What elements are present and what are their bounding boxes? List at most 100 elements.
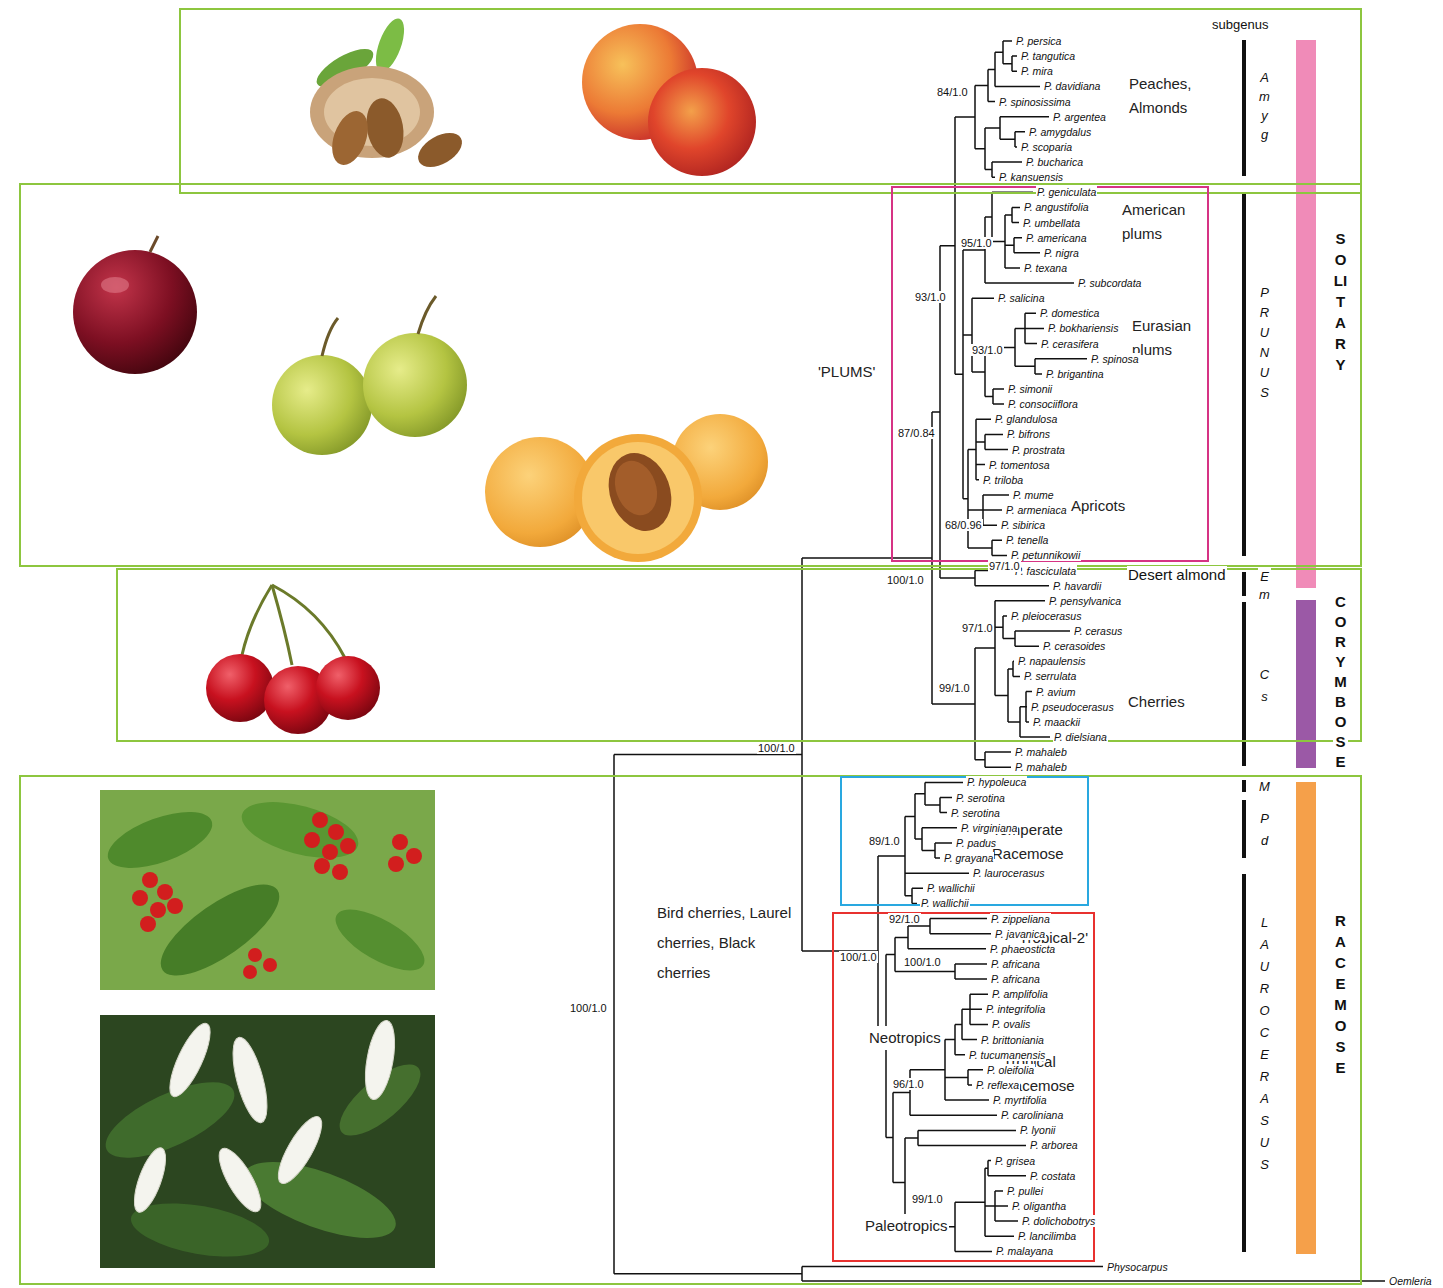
- taxon-label: P. costata: [1029, 1170, 1076, 1182]
- taxon-label: P. sibirica: [1000, 519, 1046, 531]
- taxon-label: P. domestica: [1039, 307, 1100, 319]
- taxon-label: P. serrulata: [1023, 670, 1077, 682]
- taxon-label: P. angustifolia: [1023, 201, 1090, 213]
- taxon-label: P. havardii: [1052, 580, 1102, 592]
- taxon-label: P. caroliniana: [1000, 1109, 1064, 1121]
- clade-box: 'PLUMS'American plumsEurasian plumsApric…: [19, 183, 1362, 567]
- taxon-label: P. napaulensis: [1017, 655, 1087, 667]
- taxon-label: P. malayana: [995, 1245, 1054, 1257]
- taxon-label: P. laurocerasus: [972, 867, 1046, 879]
- taxon-label: P. mira: [1020, 65, 1054, 77]
- taxon-label: P. lancilimba: [1017, 1230, 1077, 1242]
- taxon-label: P. amygdalus: [1028, 126, 1092, 138]
- clade-label: American plums: [1121, 198, 1203, 246]
- taxon-label: P. cerasoides: [1042, 640, 1106, 652]
- taxon-label: P. dielsiana: [1053, 731, 1108, 743]
- support-value: 97/1.0: [961, 622, 994, 634]
- taxon-label: P. davidiana: [1043, 80, 1101, 92]
- taxon-label: P. amplifolia: [991, 988, 1049, 1000]
- taxon-label: P. serotina: [955, 792, 1006, 804]
- subgenus-label: Amyg: [1258, 68, 1271, 144]
- taxon-label: P. simonii: [1007, 383, 1053, 395]
- taxon-label: P. pleiocerasus: [1010, 610, 1082, 622]
- clade-label: Cherries: [1127, 690, 1186, 714]
- taxon-label: P. tucumanensis: [968, 1049, 1046, 1061]
- taxon-label: P. africana: [990, 958, 1041, 970]
- taxon-label: P. tangutica: [1020, 50, 1076, 62]
- clade-label: Peaches, Almonds: [1128, 72, 1210, 120]
- clade-label: Bird cherries, Laurel cherries, Black ch…: [656, 898, 793, 988]
- taxon-label: P. arborea: [1029, 1139, 1079, 1151]
- taxon-label: P. hypoleuca: [966, 776, 1027, 788]
- taxon-label: P. mahaleb: [1014, 746, 1068, 758]
- support-value: 96/1.0: [892, 1078, 925, 1090]
- taxon-label: P. phaeosticta: [989, 943, 1056, 955]
- taxon-label: P. tomentosa: [988, 459, 1051, 471]
- taxon-label: P. myrtifolia: [992, 1094, 1048, 1106]
- support-value: 89/1.0: [868, 835, 901, 847]
- support-value: 87/0.84: [897, 427, 936, 439]
- subgenus-label: PRUNUS: [1258, 283, 1271, 403]
- clade-box: Bird cherries, Laurel cherries, Black ch…: [19, 775, 1362, 1285]
- clade-label: 'PLUMS': [817, 360, 876, 384]
- support-value: 100/1.0: [839, 951, 878, 963]
- tree-branch: [614, 41, 1385, 1281]
- taxon-label: P. prostrata: [1011, 444, 1066, 456]
- taxon-label: P. javanica: [994, 928, 1046, 940]
- taxon-label: P. spinosa: [1090, 353, 1140, 365]
- taxon-label: P. pseudocerasus: [1030, 701, 1115, 713]
- subgenus-label: LAUROCERASUS: [1258, 912, 1271, 1176]
- taxon-label: P. triloba: [982, 474, 1024, 486]
- taxon-label: P. pullei: [1006, 1185, 1044, 1197]
- taxon-label: P. persica: [1015, 35, 1062, 47]
- support-value: 93/1.0: [971, 344, 1004, 356]
- inflorescence-label: SOLITARY: [1333, 228, 1348, 375]
- clade-box: Cherries: [116, 568, 1362, 742]
- taxon-label: P. geniculata: [1036, 186, 1097, 198]
- subgenus-label: Cs: [1258, 664, 1271, 708]
- support-value: 99/1.0: [911, 1193, 944, 1205]
- support-value: 100/1.0: [886, 574, 925, 586]
- taxon-label: P. cerasifera: [1040, 338, 1100, 350]
- taxon-label: P. bifrons: [1006, 428, 1051, 440]
- taxon-label: Physocarpus: [1106, 1261, 1169, 1273]
- taxon-label: P. integrifolia: [985, 1003, 1046, 1015]
- taxon-label: P. grayana: [943, 852, 994, 864]
- taxon-label: P. africana: [990, 973, 1041, 985]
- taxon-label: P. scoparia: [1020, 141, 1073, 153]
- taxon-label: P. serotina: [950, 807, 1001, 819]
- taxon-label: P. virginiana: [960, 822, 1018, 834]
- taxon-label: P. glandulosa: [994, 413, 1058, 425]
- taxon-label: P. dolichobotrys: [1021, 1215, 1096, 1227]
- support-value: 100/1.0: [757, 742, 796, 754]
- taxon-label: P. umbellata: [1022, 217, 1081, 229]
- support-value: 100/1.0: [903, 956, 942, 968]
- taxon-label: P. armeniaca: [1005, 504, 1068, 516]
- subgenus-label: M: [1258, 778, 1271, 796]
- support-value: 93/1.0: [914, 291, 947, 303]
- taxon-label: P. padus: [955, 837, 997, 849]
- support-value: 97/1.0: [988, 560, 1021, 572]
- taxon-label: P. grisea: [994, 1155, 1036, 1167]
- clade-label: Paleotropics: [864, 1214, 949, 1238]
- column-heading: subgenus: [1212, 17, 1268, 33]
- taxon-label: P. petunnikowii: [1010, 549, 1081, 561]
- clade-label: Eurasian plums: [1131, 314, 1203, 362]
- taxon-label: P. lyonii: [1019, 1124, 1056, 1136]
- support-value: 100/1.0: [569, 1002, 608, 1014]
- taxon-label: P. brigantina: [1045, 368, 1105, 380]
- taxon-label: P. spinosissima: [998, 96, 1072, 108]
- taxon-label: P. bucharica: [1025, 156, 1084, 168]
- clade-label: Desert almond: [1127, 566, 1227, 584]
- taxon-label: P. mahaleb: [1014, 761, 1068, 773]
- taxon-label: P. nigra: [1043, 247, 1080, 259]
- support-value: 92/1.0: [888, 913, 921, 925]
- support-value: 99/1.0: [938, 682, 971, 694]
- taxon-label: P. ovalis: [991, 1018, 1031, 1030]
- taxon-label: P. argentea: [1052, 111, 1107, 123]
- support-value: 68/0.96: [944, 519, 983, 531]
- inflorescence-label: CORYMBOSE: [1333, 592, 1348, 772]
- support-value: 84/1.0: [936, 86, 969, 98]
- taxon-label: P. bokhariensis: [1047, 322, 1119, 334]
- taxon-label: P. brittoniania: [980, 1034, 1045, 1046]
